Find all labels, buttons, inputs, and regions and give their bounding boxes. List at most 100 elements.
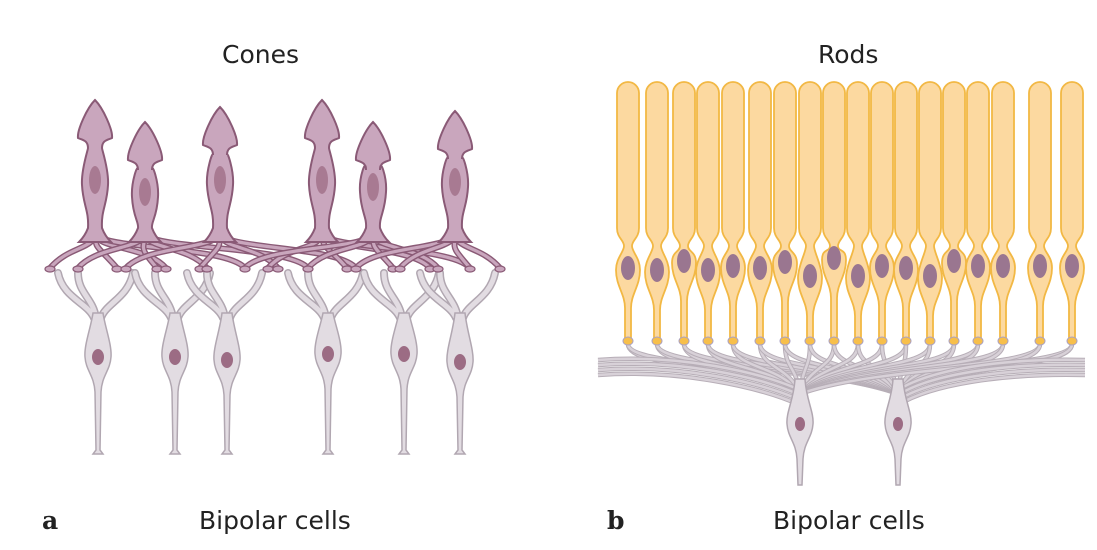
rod-spherule [622,336,634,346]
rod-body [869,81,895,339]
rod-nucleus [923,264,937,288]
rod-spherule [651,336,663,346]
bipolar-nucleus [169,349,181,365]
rod-bipolar-cell [786,378,814,486]
synaptic-terminal [160,265,172,273]
rod-cell [772,81,798,346]
bipolar-nucleus [221,352,233,368]
bipolar-soma [213,312,241,455]
cone-cell [303,98,341,243]
rod-spherule [900,336,912,346]
synaptic-terminal [464,265,476,273]
rod-nucleus [947,249,961,273]
rods-title: Rods [818,40,879,69]
cone-nucleus [214,166,226,194]
panel-letter-b: b [607,506,625,535]
synaptic-terminal [272,265,284,273]
rod-spherule [948,336,960,346]
cone-nucleus [89,166,101,194]
bipolar-soma [390,312,418,455]
rod-spherule [804,336,816,346]
rod-cell [917,81,943,346]
cone-cells [76,98,474,243]
rod-body [720,81,746,339]
rod-cell [893,81,919,346]
cone-cell [76,98,114,243]
bipolar-soma [786,378,814,486]
bipolar-soma [314,312,342,455]
synaptic-terminal [432,265,444,273]
panel-b-rods-diagram [597,81,1086,486]
bipolar-soma [446,312,474,455]
bipolar-nucleus [322,346,334,362]
rod-body [671,81,697,339]
rod-body [965,81,991,339]
rod-cell [845,81,871,346]
rod-nucleus [778,250,792,274]
rod-nucleus [1065,254,1079,278]
rod-spherule [924,336,936,346]
bipolar-label-a: Bipolar cells [199,506,351,535]
synaptic-terminal [120,265,132,273]
bipolar-nucleus [454,354,466,370]
rod-spherule [727,336,739,346]
rod-body [990,81,1016,339]
rod-body [772,81,798,339]
bipolar-nucleus [893,417,903,431]
synaptic-terminal [302,265,314,273]
rod-spherule [972,336,984,346]
rod-body [941,81,967,339]
bipolar-cell [360,269,443,455]
cone-nucleus [367,173,379,201]
rod-cell [747,81,773,346]
bipolar-nucleus [795,417,805,431]
synaptic-terminal [44,265,56,273]
panel-a-cones-diagram [44,98,506,455]
rod-bipolar-dendrites [597,341,1086,408]
rod-body [644,81,670,339]
rod-cell [644,81,670,346]
cones-title: Cones [222,40,300,69]
bipolar-cell [183,269,266,455]
rod-body [695,81,721,339]
rod-spherule [876,336,888,346]
synaptic-terminal [262,265,274,273]
rod-nucleus [803,264,817,288]
rod-cell [695,81,721,346]
rod-nucleus [996,254,1010,278]
rod-cell [671,81,697,346]
rod-bipolar-cell [884,378,912,486]
rod-cell [615,81,641,346]
bipolar-soma [84,312,112,455]
rod-nucleus [1033,254,1047,278]
synaptic-terminal [494,265,506,273]
rod-cell [821,81,847,346]
rod-body [917,81,943,339]
rod-nucleus [753,256,767,280]
rod-spherule [997,336,1009,346]
synaptic-terminal [350,265,362,273]
bipolar-cell [131,269,214,455]
rod-body [893,81,919,339]
bipolar-cell [54,269,137,455]
rod-nucleus [875,254,889,278]
cone-cell [354,120,392,243]
rod-body [1027,81,1053,339]
rod-cells [615,81,1085,346]
rod-spherule [1066,336,1078,346]
cone-nucleus [139,178,151,206]
rod-nucleus [677,249,691,273]
rod-nucleus [726,254,740,278]
rod-cell [941,81,967,346]
rod-nucleus [827,246,841,270]
rod-body [845,81,871,339]
bipolar-nucleus [398,346,410,362]
rod-spherule [754,336,766,346]
bipolar-soma [884,378,912,486]
rod-body [615,81,641,339]
rod-cell [965,81,991,346]
rod-spherule [1034,336,1046,346]
rod-nucleus [899,256,913,280]
rod-spherule [702,336,714,346]
cone-cell [126,120,164,243]
